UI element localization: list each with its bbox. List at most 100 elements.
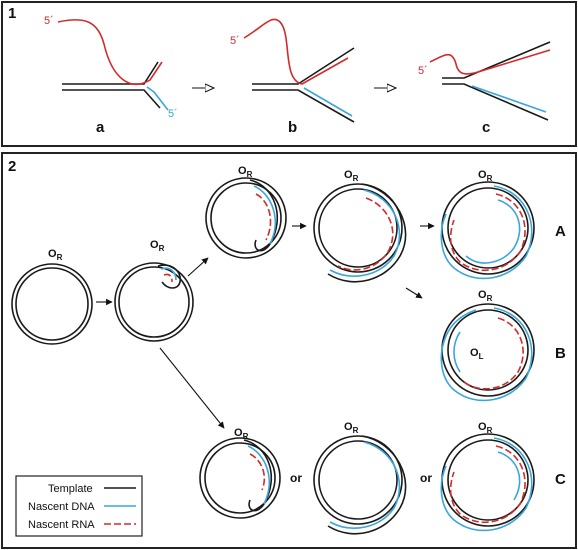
circle-C1: OR <box>199 427 281 519</box>
fork-b-nascent-dna <box>303 87 353 117</box>
circle-C3-inner <box>447 439 529 521</box>
circle-B-nascent-dna-heavy <box>440 307 533 402</box>
fork-c-rna-primer <box>429 49 551 75</box>
circle-4-displacement-loop <box>327 183 407 283</box>
step-a-label: a <box>96 119 105 136</box>
panel-1-border <box>1 1 577 147</box>
circle-3-top: OR <box>205 165 287 259</box>
circle-C2: OR <box>313 421 407 535</box>
circle-B-origin-R: OR <box>478 289 493 303</box>
circle-1-inner <box>15 267 89 341</box>
circle-4-origin: OR <box>344 169 359 183</box>
circle-4-nascent-dna <box>329 189 401 277</box>
fork-b-rna-5prime: 5´ <box>230 35 240 47</box>
circle-3-nascent-dna <box>253 185 276 245</box>
legend-label-nascent-rna: Nascent RNA <box>28 519 95 531</box>
legend: Template Nascent DNA Nascent RNA <box>15 475 143 537</box>
circle-C3: OR <box>440 421 535 532</box>
circle-4-nascent-rna <box>337 197 394 271</box>
circle-C2-outer <box>313 435 403 525</box>
circle-B-nascent-rna <box>463 317 524 390</box>
pathway-A-label: A <box>555 223 566 240</box>
circle-C2-inner <box>318 440 398 520</box>
circle-C2-nascent-dna <box>329 441 401 529</box>
circle-C1-nascent-dna <box>247 445 270 505</box>
panel-2-number: 2 <box>8 158 16 175</box>
circle-2-bubble <box>157 264 182 289</box>
circle-C1-nascent-rna <box>249 453 266 491</box>
circle-B-origin-L: OL <box>470 347 484 361</box>
circle-A-nascent-dna-inner <box>465 199 521 264</box>
fork-b-template-upper <box>252 47 355 85</box>
circle-2-origin: OR <box>150 239 165 253</box>
panel-2: 2 OR OR OR <box>1 152 577 549</box>
circle-C3-origin: OR <box>478 421 493 435</box>
circle-B-inner <box>447 309 529 391</box>
fork-a-template-lower <box>62 89 161 109</box>
circle-1-parental: OR <box>11 248 93 345</box>
circle-C3-nascent-rna <box>449 445 526 523</box>
arrow-2-to-top <box>187 257 209 277</box>
circle-A-origin: OR <box>478 169 493 183</box>
fork-b-template-lower <box>252 89 355 123</box>
fork-a-template-upper <box>62 61 159 85</box>
circle-2-nascent-rna <box>163 273 173 283</box>
circle-A-nascent-dna-outer <box>440 185 533 280</box>
circle-2-inner <box>118 266 190 338</box>
fork-c-nascent-dna <box>471 85 547 113</box>
circle-4-inner <box>318 188 398 268</box>
circle-C3-nascent-dna-inner <box>497 451 521 501</box>
circle-2-initiation: OR <box>114 239 194 342</box>
arrow-2-to-bottom <box>159 347 225 429</box>
circle-4-outer <box>313 183 403 273</box>
or-separator-1: or <box>290 471 302 485</box>
fork-a-dna-5prime: 5´ <box>168 108 178 120</box>
fork-a: 5´ 5´ a <box>44 15 178 136</box>
fork-a-nascent-dna <box>146 86 169 111</box>
circle-C1-inner <box>204 442 276 514</box>
fork-b: 5´ b <box>230 18 355 136</box>
circle-2-outer <box>114 262 194 342</box>
fork-c-rna-5prime: 5´ <box>418 65 428 77</box>
legend-item-nascent-rna: Nascent RNA <box>28 519 136 531</box>
circle-A-inner <box>447 187 529 269</box>
legend-label-template: Template <box>48 483 93 495</box>
circle-A: OR <box>440 169 535 280</box>
fork-a-rna-primer <box>57 19 163 85</box>
circle-3-nascent-rna <box>255 193 272 241</box>
legend-item-nascent-dna: Nascent DNA <box>28 501 136 513</box>
fork-c-template-upper <box>442 41 551 79</box>
circle-3-inner <box>210 182 282 254</box>
circle-4-top: OR <box>313 169 407 283</box>
panel-1: 1 5´ 5´ a 5´ b 5´ c <box>1 1 577 147</box>
or-separator-2: or <box>420 471 432 485</box>
circle-3-origin: OR <box>238 165 253 179</box>
fork-b-rna-primer <box>243 18 349 85</box>
circle-C1-outer <box>199 437 281 519</box>
circle-C2-displacement-loop <box>327 435 407 535</box>
circle-B-outer <box>441 303 535 397</box>
legend-label-nascent-dna: Nascent DNA <box>28 501 95 513</box>
circle-3-outer <box>205 177 287 259</box>
circle-2-nascent-dna <box>160 267 177 281</box>
panel-1-number: 1 <box>8 5 16 22</box>
circle-C2-origin: OR <box>344 421 359 435</box>
fork-c-template-lower <box>442 83 549 121</box>
legend-item-template: Template <box>48 483 136 495</box>
pathway-C-label: C <box>555 471 566 488</box>
circle-C3-nascent-dna <box>440 437 533 532</box>
panel-2-border <box>1 152 577 549</box>
pathway-B-label: B <box>555 345 566 362</box>
fork-a-rna-5prime: 5´ <box>44 15 54 27</box>
arrow-4-to-B <box>405 287 423 299</box>
circle-C1-origin: OR <box>234 427 249 441</box>
step-b-label: b <box>288 119 297 136</box>
circle-1-origin: OR <box>48 248 63 262</box>
circle-A-nascent-rna <box>449 193 526 271</box>
circle-B-nascent-dna-light <box>453 331 461 373</box>
circle-B: OR OL <box>440 289 535 402</box>
step-c-label: c <box>482 119 490 136</box>
circle-1-outer <box>11 263 93 345</box>
fork-c: 5´ c <box>418 41 551 136</box>
